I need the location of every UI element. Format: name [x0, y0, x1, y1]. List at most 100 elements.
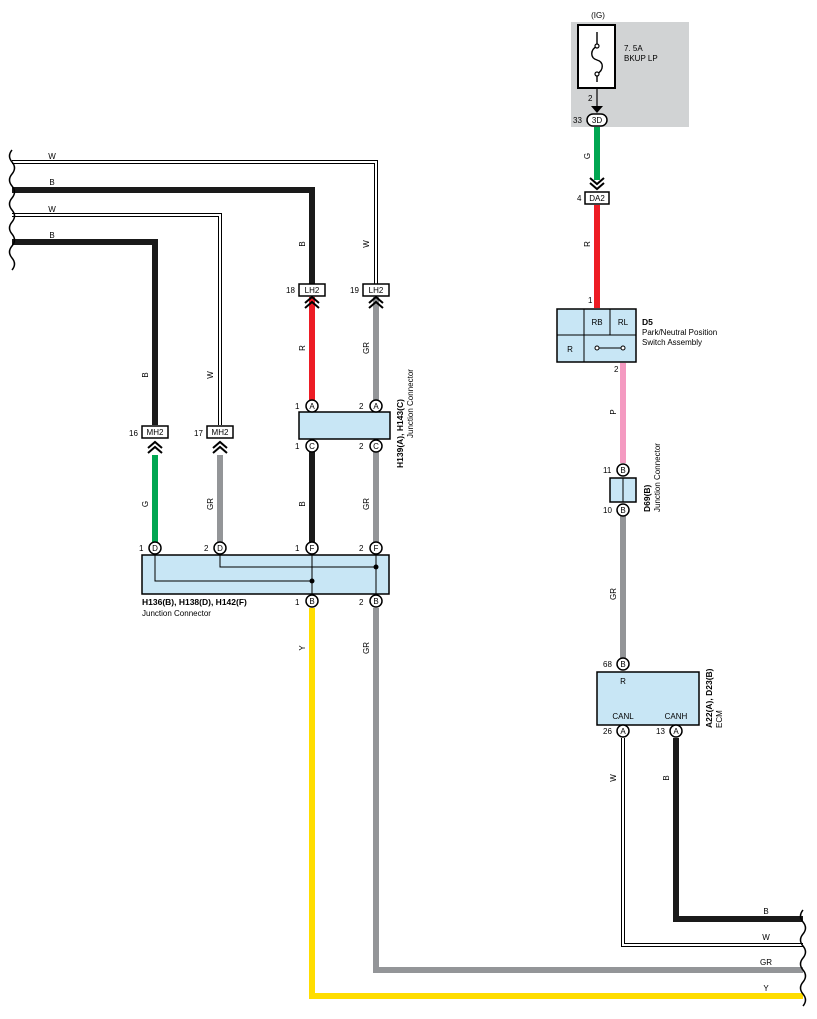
- h136-pin-num: 1: [139, 544, 144, 553]
- h136-subtitle: Junction Connector: [142, 609, 211, 618]
- d5-rl: RL: [618, 318, 629, 327]
- h136-pin-letter: F: [310, 544, 315, 553]
- chevron-up-icon: [368, 295, 384, 309]
- wire-w-mid: [12, 213, 222, 425]
- chevron-down-icon: [589, 177, 605, 191]
- switch-contact-dot: [594, 345, 600, 351]
- wire-label: Y: [298, 645, 307, 651]
- h136-internal-bus: [154, 554, 377, 594]
- wire-label: GR: [362, 498, 371, 510]
- lh2-a-connector: [298, 283, 326, 297]
- h139-title: H139(A), H143(C): [395, 399, 405, 468]
- wire-label: W: [609, 774, 618, 782]
- ecm-body: [596, 671, 700, 726]
- ecm-pin-num: 68: [603, 660, 612, 669]
- wire-label: GR: [362, 642, 371, 654]
- fuse-conn-badge: [586, 113, 608, 127]
- h139-subtitle: Junction Connector: [406, 369, 415, 438]
- h136-pin-terminal: [305, 594, 319, 608]
- splice-dot: [309, 578, 315, 584]
- mh2-a-name: MH2: [147, 428, 164, 437]
- h139-connector-body: [298, 411, 391, 440]
- lh2-a-name: LH2: [305, 286, 320, 295]
- wire-label: B: [298, 501, 307, 506]
- d69-pin-terminal: [616, 463, 630, 477]
- wire-y-out: [309, 608, 803, 999]
- wire-label: B: [49, 231, 54, 240]
- wire-w-mid-fill: [12, 214, 221, 425]
- fuse-conn-pin: 33: [573, 116, 582, 125]
- wire-label: Y: [763, 984, 769, 993]
- h139-pin-letter: C: [373, 442, 379, 451]
- fuse-icon-dot-top: [594, 43, 600, 49]
- h136-pin-terminal: [369, 541, 383, 555]
- wire-w-ecm: [621, 738, 803, 947]
- h136-pin-letter: D: [217, 544, 223, 553]
- da2-connector: [584, 191, 610, 205]
- h136-connector-body: [141, 554, 390, 595]
- ecm-pin-letter: A: [620, 727, 626, 736]
- fuse-arrow-icon: [591, 106, 603, 113]
- mh2-b-name: MH2: [212, 428, 229, 437]
- wire-label: B: [141, 372, 150, 377]
- fuse-ig-label: (IG): [591, 11, 605, 20]
- ecm-pin-letter: A: [673, 727, 679, 736]
- wire-label: G: [583, 153, 592, 159]
- ecm-pin-terminal: [669, 724, 683, 738]
- h136-pin-num: 2: [359, 598, 364, 607]
- d5-r: R: [567, 345, 573, 354]
- ecm-pin-terminal: [616, 657, 630, 671]
- ecm-pin-num: 26: [603, 727, 612, 736]
- wire-b-ecm: [673, 738, 803, 922]
- wire-label: P: [609, 409, 618, 414]
- d5-pin-bottom: 2: [614, 365, 619, 374]
- da2-name: DA2: [589, 194, 605, 203]
- mh2-b-pin: 17: [194, 429, 203, 438]
- h139-pin-terminal: [305, 439, 319, 453]
- d5-name1: Park/Neutral Position: [642, 328, 717, 337]
- wire-label: B: [662, 775, 671, 780]
- d69-pin-letter: B: [620, 466, 625, 475]
- wire-label: G: [141, 501, 150, 507]
- ecm-canl: CANL: [612, 712, 634, 721]
- lh2-b-pin: 19: [350, 286, 359, 295]
- ecm-canh: CANH: [665, 712, 688, 721]
- da2-pin: 4: [577, 194, 582, 203]
- h136-pin-num: 2: [359, 544, 364, 553]
- chevron-up-icon: [304, 295, 320, 309]
- fuse-icon-dot-bottom: [594, 71, 600, 77]
- d69-pin-num: 11: [603, 466, 612, 475]
- h136-pin-letter: B: [373, 597, 378, 606]
- h136-pin-num: 1: [295, 598, 300, 607]
- h136-pin-letter: B: [309, 597, 314, 606]
- h136-pin-letter: D: [152, 544, 158, 553]
- h136-pin-terminal: [148, 541, 162, 555]
- fuse-conn-name: 3D: [592, 116, 602, 125]
- mh2-a-pin: 16: [129, 429, 138, 438]
- ecm-pin-num: 13: [656, 727, 665, 736]
- h136-pin-num: 2: [204, 544, 209, 553]
- wire-b-top: [12, 187, 315, 284]
- h139-pin-num: 1: [295, 442, 300, 451]
- d69-pin-terminal: [616, 503, 630, 517]
- h136-pin-terminal: [305, 541, 319, 555]
- wire-b-mid: [12, 239, 158, 425]
- d69-title: D69(B): [642, 484, 652, 512]
- lh2-b-name: LH2: [369, 286, 384, 295]
- d69-pin-letter: B: [620, 506, 625, 515]
- wire-label: GR: [362, 342, 371, 354]
- h136-pin-terminal: [369, 594, 383, 608]
- break-mark-left: [8, 149, 16, 271]
- h136-title: H136(B), H138(D), H142(F): [142, 597, 247, 607]
- wire-w-ecm-fill: [622, 738, 803, 946]
- mh2-a-connector: [141, 425, 169, 439]
- wire-gr-out: [373, 608, 803, 973]
- ecm-pin-letter: B: [620, 660, 625, 669]
- h139-pin-terminal: [369, 439, 383, 453]
- h136-pin-letter: F: [374, 544, 379, 553]
- chevron-up-icon: [147, 440, 163, 454]
- wire-label: R: [583, 241, 592, 247]
- wire-label: W: [48, 205, 56, 214]
- h136-pin-terminal: [213, 541, 227, 555]
